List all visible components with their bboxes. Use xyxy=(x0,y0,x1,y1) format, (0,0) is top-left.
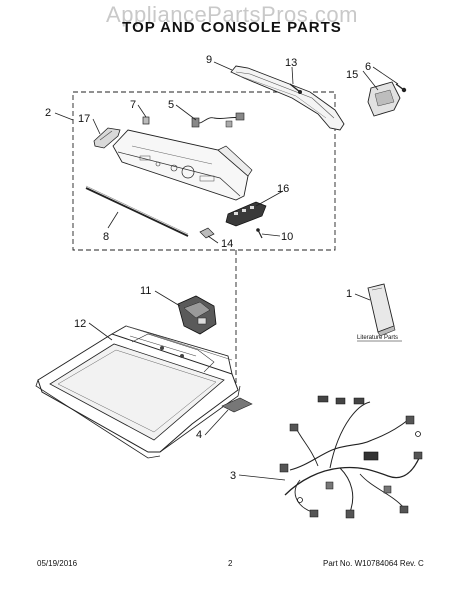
ui-board-part-16 xyxy=(225,201,267,227)
callout-2: 2 xyxy=(45,107,51,119)
wire-harness-part-3 xyxy=(279,395,423,519)
page-title: TOP AND CONSOLE PARTS xyxy=(122,19,342,36)
footer-page-number: 2 xyxy=(228,559,233,568)
bracket-part-15 xyxy=(367,81,401,117)
console-panel xyxy=(112,129,253,201)
callout-17: 17 xyxy=(78,113,90,125)
footer-date: 05/19/2016 xyxy=(37,559,78,568)
literature-parts-label: Literature Parts xyxy=(357,335,398,341)
callout-4: 4 xyxy=(196,429,202,441)
clip-part-7 xyxy=(142,116,150,125)
watermark-text: AppliancePartsPros.com xyxy=(106,2,358,27)
callout-5: 5 xyxy=(168,99,174,111)
bracket-part-17 xyxy=(93,127,121,149)
callout-14: 14 xyxy=(221,238,233,250)
bracket-part-11 xyxy=(177,295,217,335)
console-group-box xyxy=(72,91,336,251)
leader-lines xyxy=(54,61,399,481)
label-part-4 xyxy=(221,397,253,413)
callout-16: 16 xyxy=(277,183,289,195)
callout-15: 15 xyxy=(346,69,358,81)
callout-9: 9 xyxy=(206,54,212,66)
footer-part-number: Part No. W10784064 Rev. C xyxy=(323,559,424,568)
clip-part-14 xyxy=(199,227,215,239)
console-trim-part-9 xyxy=(230,65,345,131)
screw-part-13 xyxy=(289,83,302,94)
callout-10: 10 xyxy=(281,231,293,243)
screw-part-10 xyxy=(256,228,263,239)
rod-part-8 xyxy=(85,185,189,237)
screw-part-6 xyxy=(395,83,407,93)
literature-booklet-part-1 xyxy=(367,283,396,337)
callout-7: 7 xyxy=(130,99,136,111)
callout-1: 1 xyxy=(346,288,352,300)
callout-12: 12 xyxy=(74,318,86,330)
callout-3: 3 xyxy=(230,470,236,482)
wire-harness-part-5 xyxy=(191,112,245,128)
callout-11: 11 xyxy=(140,285,151,297)
callout-8: 8 xyxy=(103,231,109,243)
top-panel-part-12 xyxy=(35,325,241,459)
callout-13: 13 xyxy=(285,57,297,69)
callout-6: 6 xyxy=(365,61,371,73)
